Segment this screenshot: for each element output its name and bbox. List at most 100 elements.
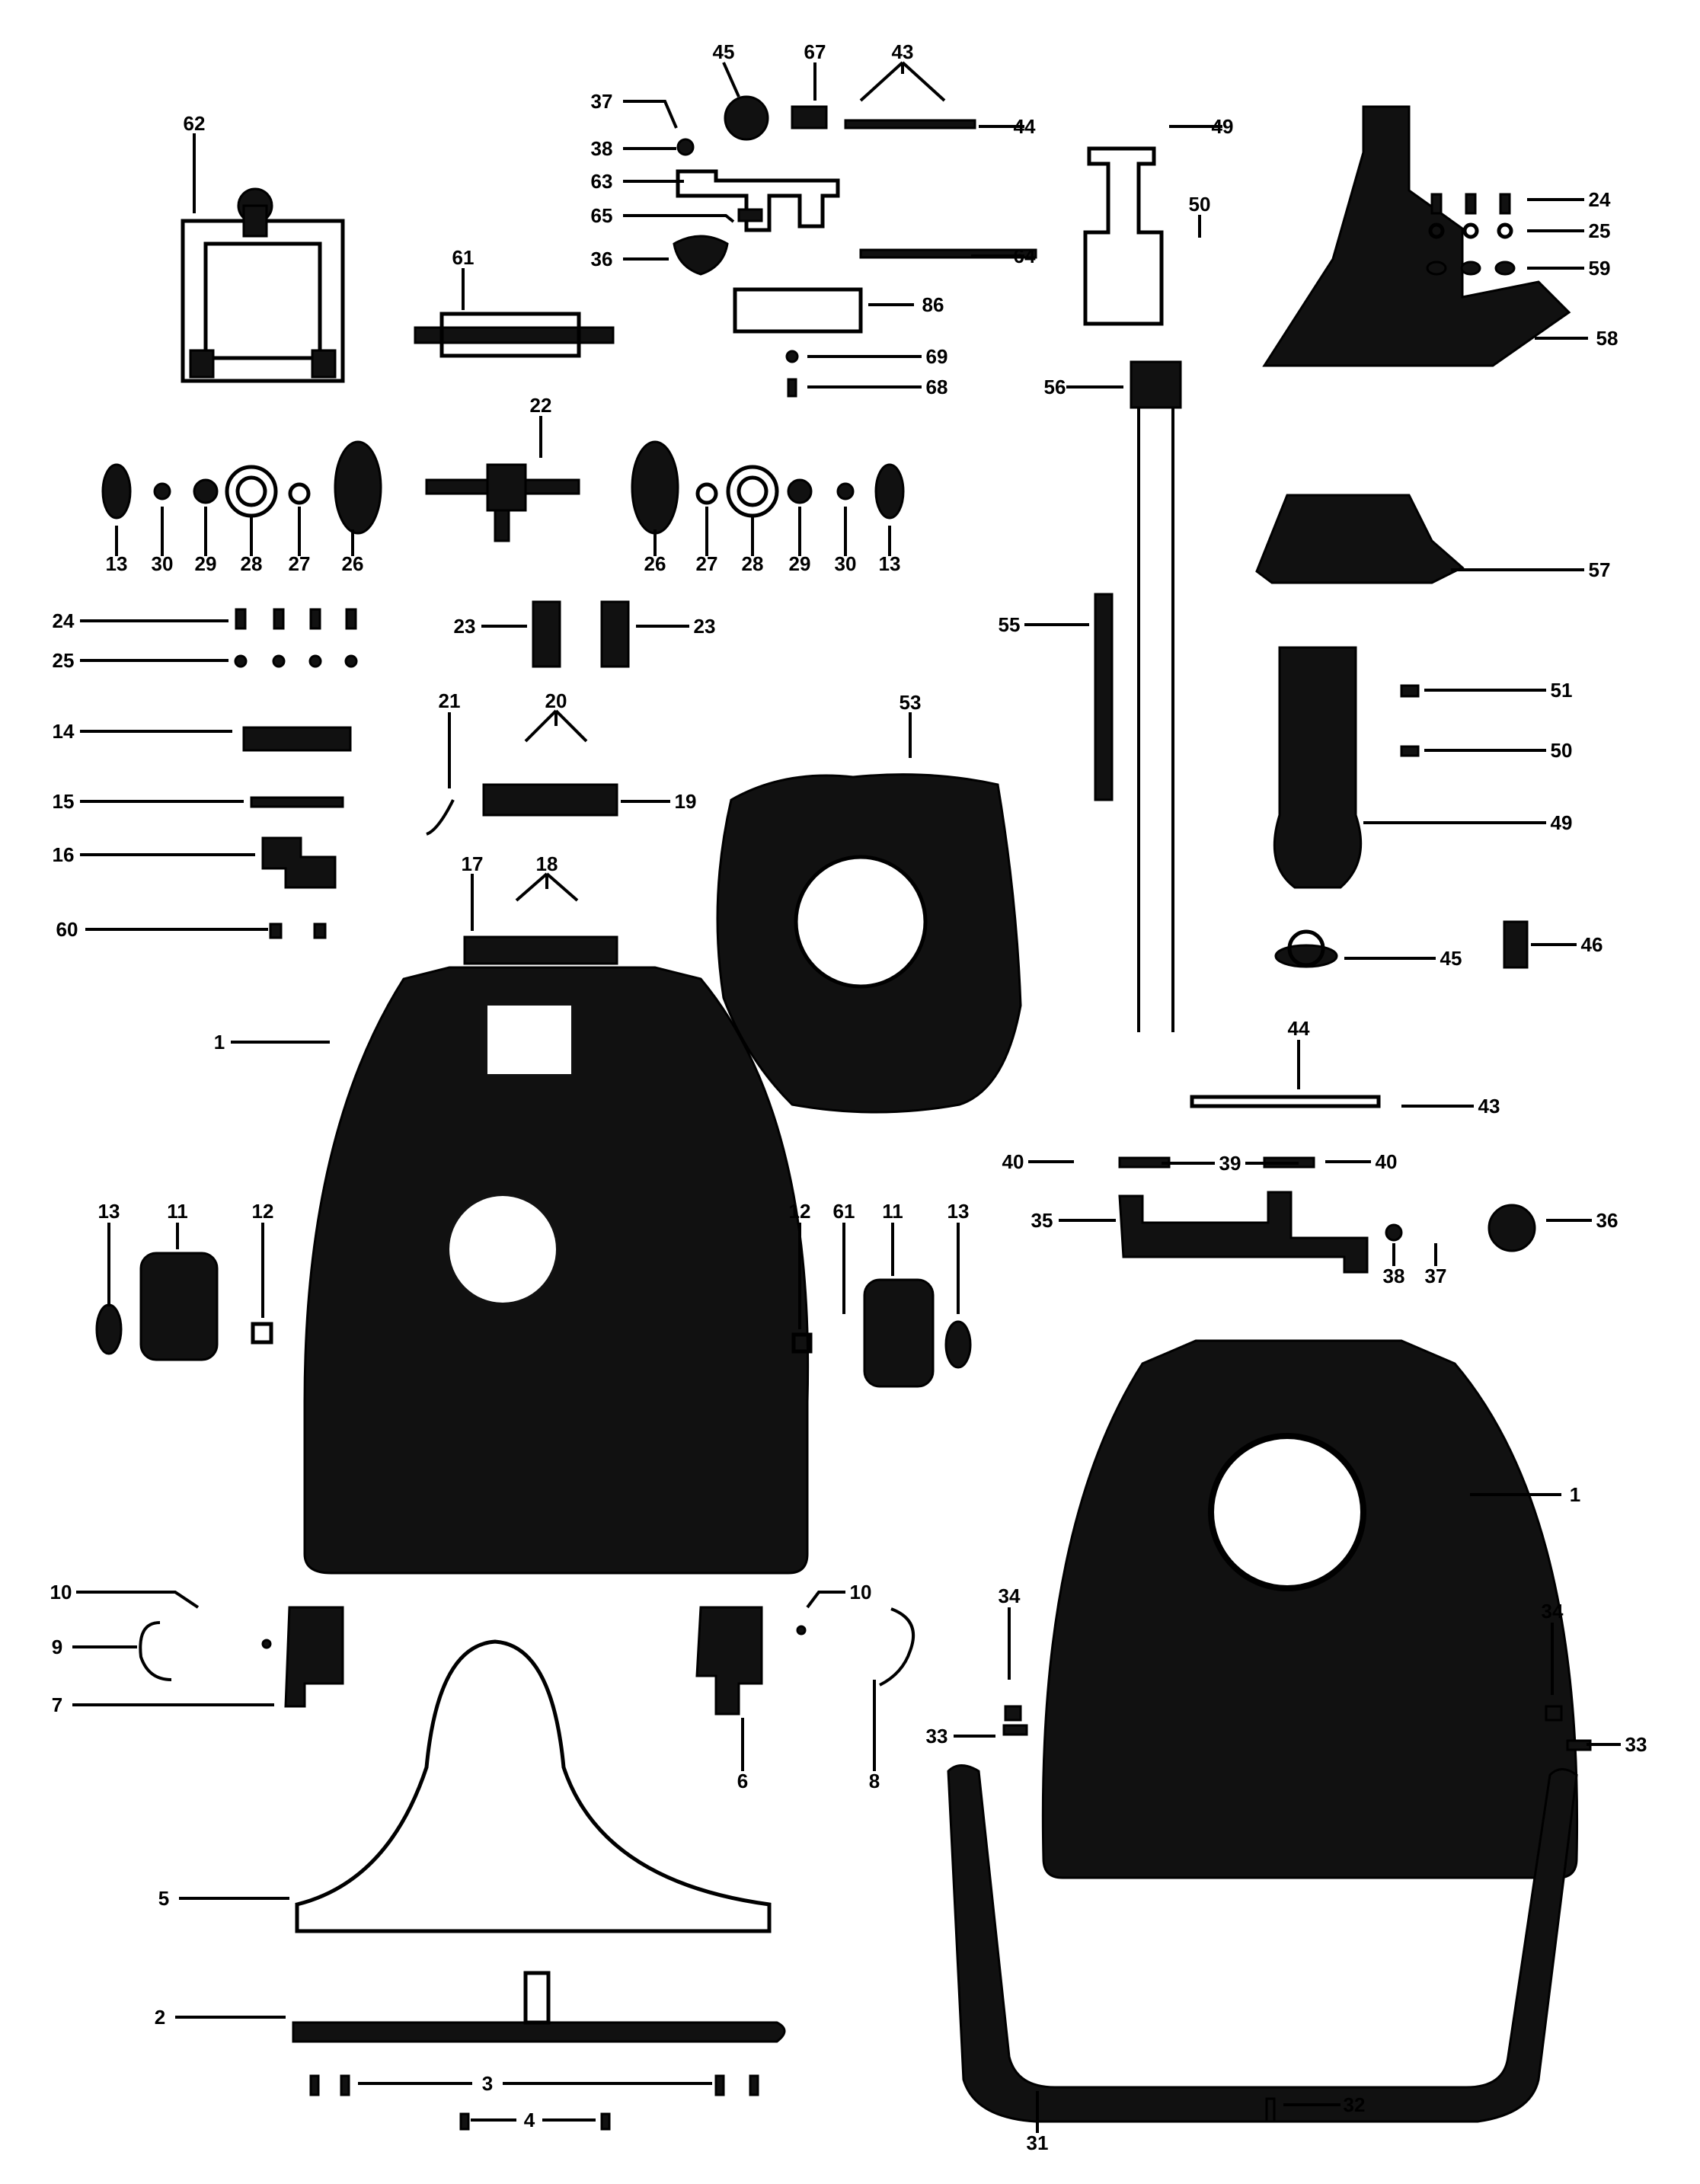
callout-label-26: 26 <box>644 552 666 575</box>
part-56-cables <box>1137 385 1174 1032</box>
callout-label-33: 33 <box>1625 1733 1647 1756</box>
part-drawings <box>95 95 1592 2131</box>
callout-label-86: 86 <box>922 293 944 316</box>
part-55-tube <box>1094 593 1114 801</box>
callout-label-30: 30 <box>152 552 174 575</box>
callout-label-63: 63 <box>591 170 613 193</box>
callout-label-50: 50 <box>1189 193 1211 216</box>
callout-label-69: 69 <box>926 345 948 368</box>
callout-label-36: 36 <box>1596 1209 1619 1232</box>
callout-label-55: 55 <box>999 613 1021 636</box>
callout-label-65: 65 <box>591 204 613 227</box>
callout-label-44: 44 <box>1014 115 1036 138</box>
callout-label-58: 58 <box>1596 327 1619 350</box>
callout-label-8: 8 <box>869 1770 880 1792</box>
part-61-axle <box>414 326 615 344</box>
callout-label-37: 37 <box>1425 1265 1447 1287</box>
callout-label-24: 24 <box>53 609 75 632</box>
callout-label-5: 5 <box>158 1887 169 1910</box>
callout-label-46: 46 <box>1581 933 1603 956</box>
callout-label-20: 20 <box>545 689 567 712</box>
callout-label-34: 34 <box>999 1584 1021 1607</box>
callout-label-53: 53 <box>900 691 922 714</box>
callout-label-25: 25 <box>53 649 75 672</box>
callout-label-50: 50 <box>1551 739 1573 762</box>
part-2-plate <box>292 2021 786 2043</box>
part-31-bail <box>947 1764 1578 2123</box>
callout-label-51: 51 <box>1551 679 1573 702</box>
callout-label-3: 3 <box>482 2072 493 2095</box>
callout-label-28: 28 <box>241 552 263 575</box>
callout-label-35: 35 <box>1031 1209 1053 1232</box>
callout-label-38: 38 <box>1383 1265 1405 1287</box>
leader-lines <box>72 61 1621 2133</box>
callout-label-1: 1 <box>214 1031 225 1054</box>
callout-label-27: 27 <box>696 552 718 575</box>
callout-label-45: 45 <box>713 40 735 63</box>
callout-label-61: 61 <box>452 246 475 269</box>
callout-label-13: 13 <box>106 552 128 575</box>
callout-label-14: 14 <box>53 720 75 743</box>
callout-label-15: 15 <box>53 790 75 813</box>
callout-label-29: 29 <box>195 552 217 575</box>
part-5-nozzle <box>295 1639 772 1933</box>
callout-label-40: 40 <box>1002 1150 1024 1173</box>
part-86 <box>733 287 863 334</box>
callout-label-34: 34 <box>1542 1600 1564 1623</box>
callout-label-11: 11 <box>882 1200 903 1223</box>
callout-label-12: 12 <box>252 1200 274 1223</box>
part-64-rod <box>859 248 1037 259</box>
callout-label-23: 23 <box>454 615 476 638</box>
callout-label-39: 39 <box>1219 1152 1241 1175</box>
part-62-bracket <box>181 187 345 383</box>
callout-label-23: 23 <box>694 615 716 638</box>
callout-label-40: 40 <box>1376 1150 1398 1173</box>
part-67 <box>791 105 828 130</box>
callout-label-68: 68 <box>926 376 948 398</box>
callout-label-64: 64 <box>1014 245 1036 267</box>
callout-label-38: 38 <box>591 137 613 160</box>
callout-label-32: 32 <box>1344 2093 1366 2116</box>
part-63-lever <box>676 169 840 232</box>
callout-label-56: 56 <box>1044 376 1066 398</box>
callout-label-43: 43 <box>892 40 914 63</box>
part-1-housing-front <box>303 966 810 1575</box>
callout-label-24: 24 <box>1589 188 1611 211</box>
callout-label-19: 19 <box>675 790 697 813</box>
callout-label-45: 45 <box>1440 947 1462 970</box>
callout-label-57: 57 <box>1589 558 1611 581</box>
callout-label-33: 33 <box>926 1725 948 1748</box>
callout-label-1: 1 <box>1570 1483 1580 1506</box>
callout-label-25: 25 <box>1589 219 1611 242</box>
callout-label-4: 4 <box>524 2109 535 2131</box>
part-handle-bracket <box>1262 105 1571 367</box>
callout-label-13: 13 <box>879 552 901 575</box>
callout-label-13: 13 <box>947 1200 970 1223</box>
callout-label-61: 61 <box>833 1200 855 1223</box>
callout-label-31: 31 <box>1027 2131 1049 2154</box>
callout-label-62: 62 <box>184 112 206 135</box>
callout-label-26: 26 <box>342 552 364 575</box>
callout-label-59: 59 <box>1589 257 1611 280</box>
callout-label-30: 30 <box>835 552 857 575</box>
callout-label-16: 16 <box>53 843 75 866</box>
callout-label-11: 11 <box>167 1200 188 1223</box>
callout-label-36: 36 <box>591 248 613 270</box>
callout-label-6: 6 <box>737 1770 748 1792</box>
callout-label-44: 44 <box>1288 1017 1310 1040</box>
callout-label-37: 37 <box>591 90 613 113</box>
callout-label-49: 49 <box>1551 811 1573 834</box>
callout-label-17: 17 <box>462 852 484 875</box>
part-35-lever <box>1118 1191 1369 1274</box>
part-11-wheel-left <box>139 1252 219 1361</box>
callout-label-13: 13 <box>98 1200 120 1223</box>
part-49-bracket <box>1273 646 1363 889</box>
part-11-wheel-right <box>863 1278 935 1388</box>
callout-label-67: 67 <box>804 40 826 63</box>
callout-label-29: 29 <box>789 552 811 575</box>
part-44-rod <box>844 119 976 130</box>
callout-label-9: 9 <box>52 1636 62 1658</box>
callout-label-10: 10 <box>850 1581 872 1604</box>
